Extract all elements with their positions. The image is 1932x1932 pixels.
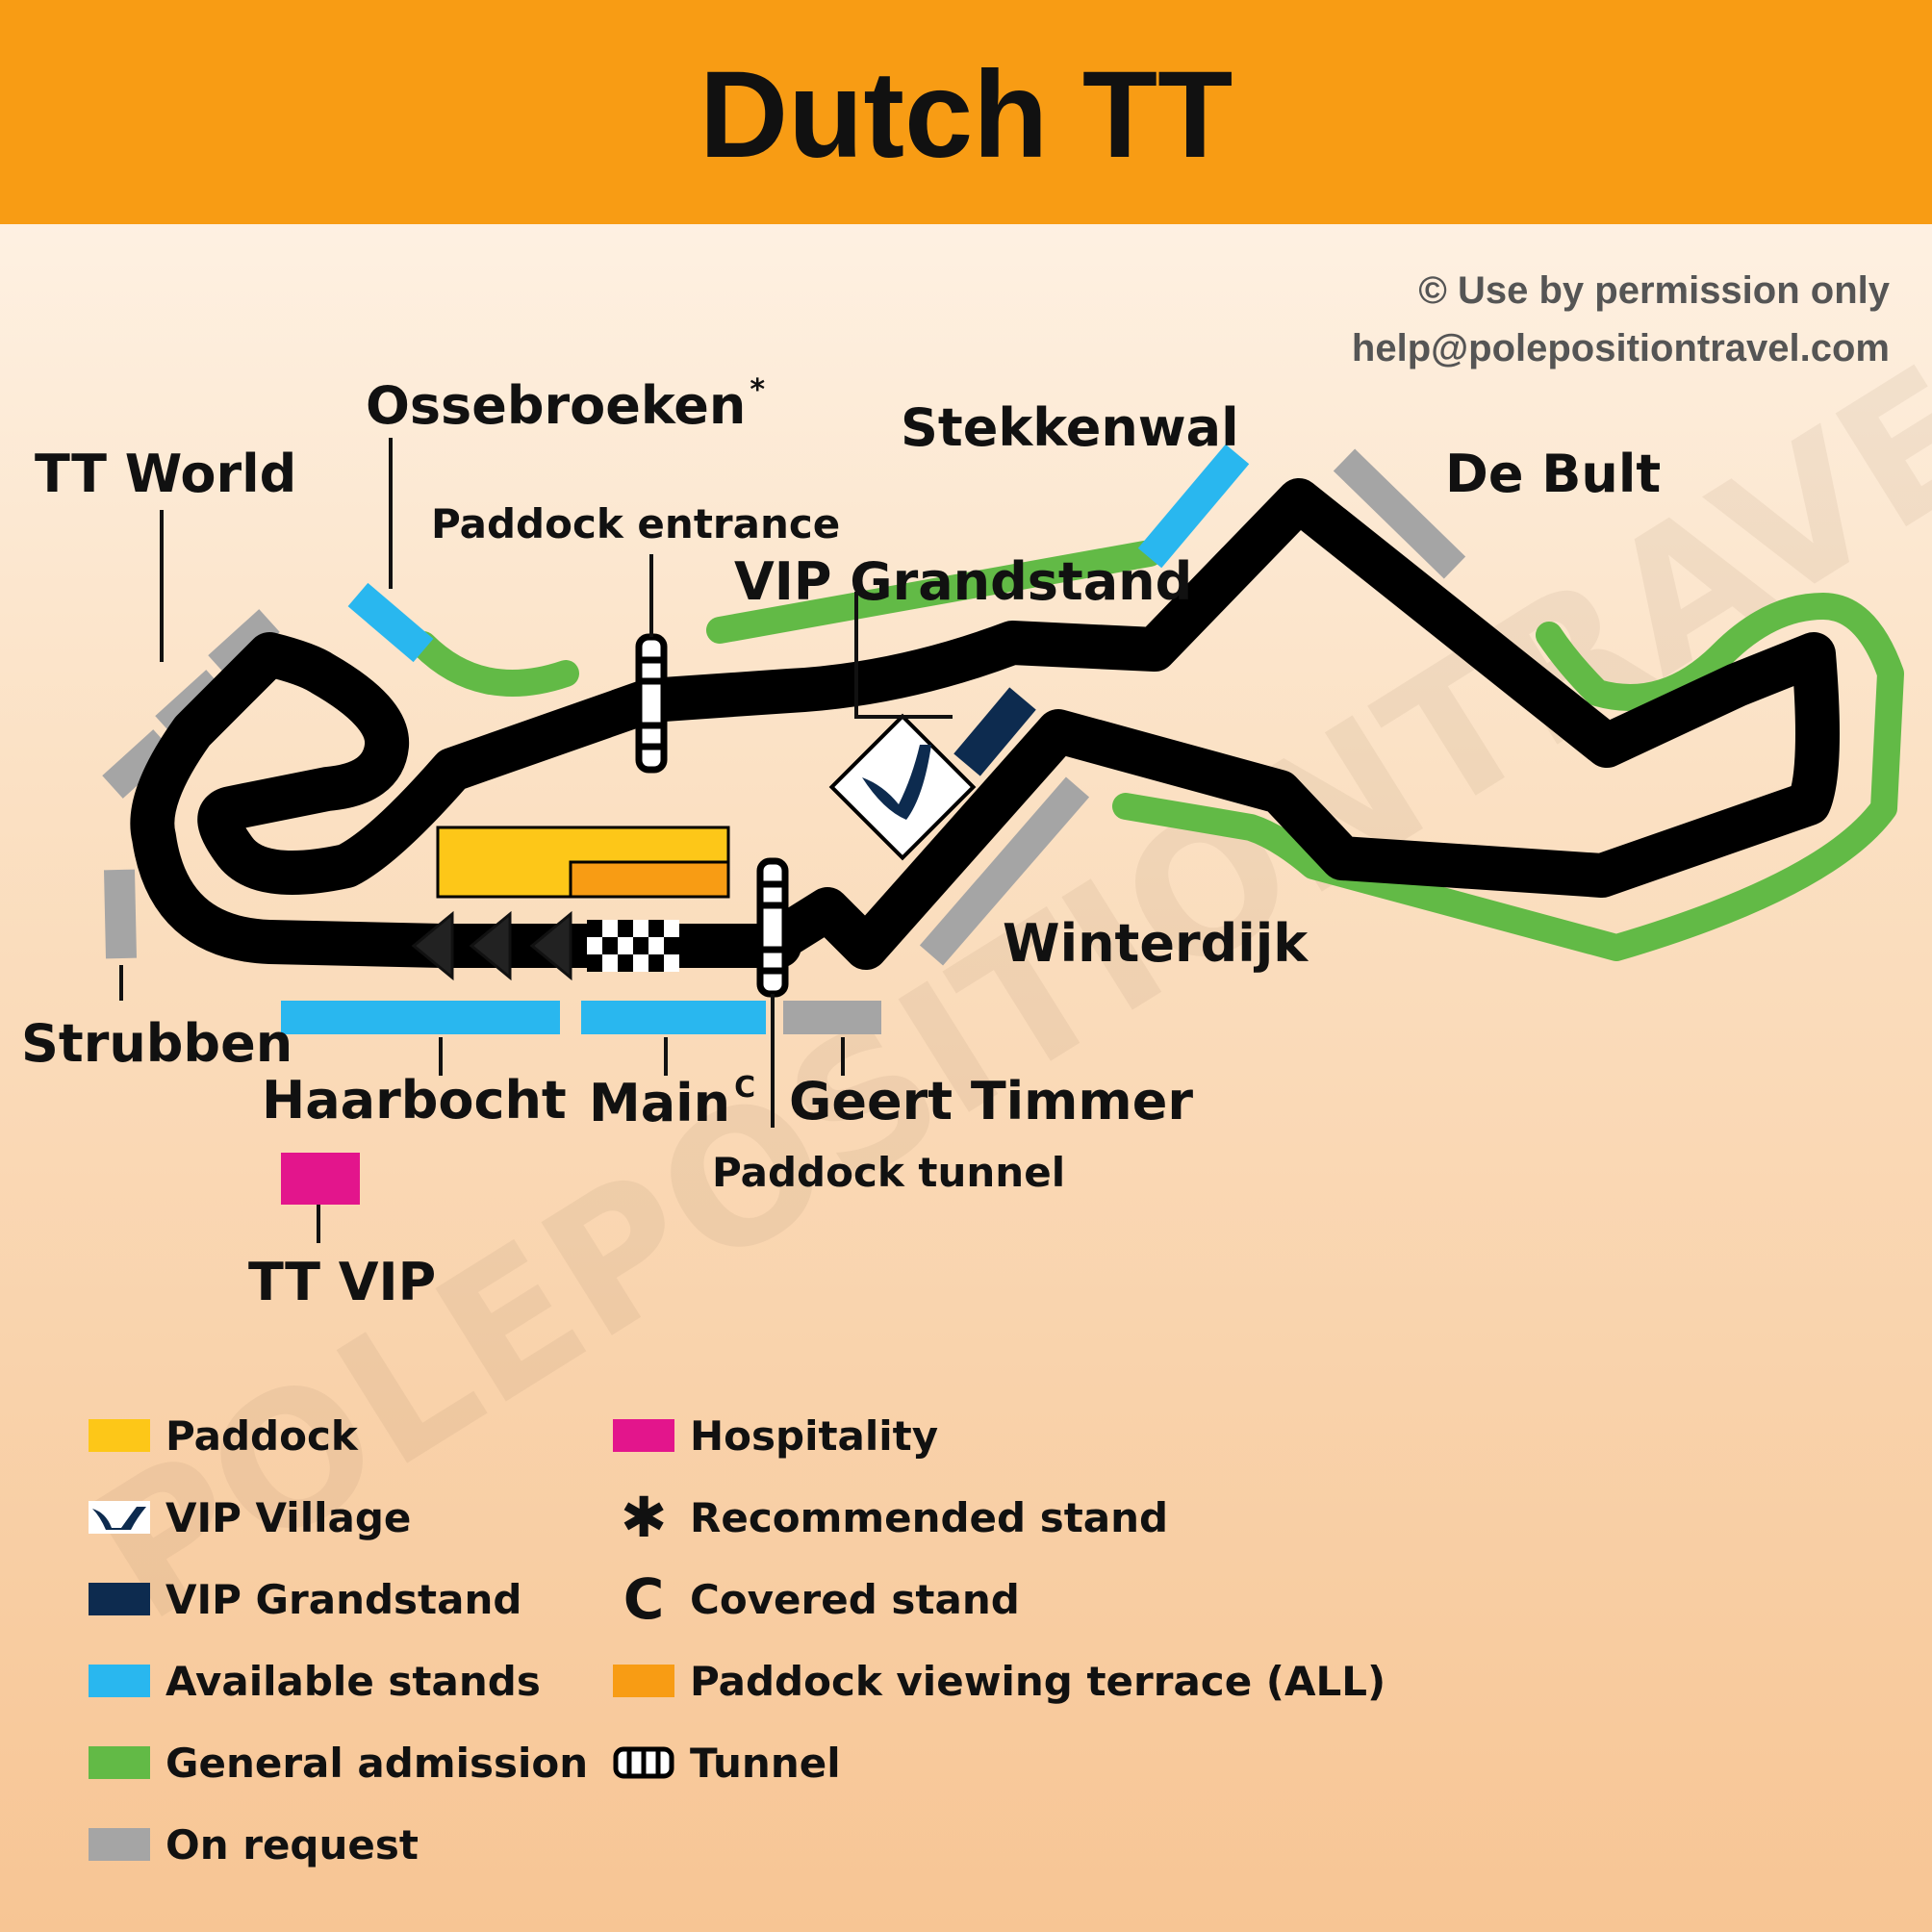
tt-vip-hospitality: [281, 1153, 360, 1205]
stand-haarbocht: [281, 1001, 560, 1034]
header-bar: Dutch TT: [0, 0, 1932, 224]
stand-main: [581, 1001, 766, 1034]
legend-item-paddock: Paddock: [89, 1407, 358, 1464]
stand-strubben: [104, 869, 137, 959]
paddock-viewing-terrace: [569, 860, 730, 899]
legend-item-general-admission: General admission: [89, 1734, 588, 1792]
ga-ossebroeken: [410, 631, 579, 697]
label-paddock-tunnel: Paddock tunnel: [712, 1149, 1066, 1196]
tunnel-paddock: [756, 857, 789, 998]
stand-vip-grandstand: [953, 687, 1036, 776]
legend-item-recommended: ✱ Recommended stand: [613, 1488, 1168, 1546]
label-tt-vip: TT VIP: [248, 1252, 437, 1312]
vip-grandstand-swatch: [89, 1583, 150, 1615]
legend-item-vip-village: VIP Village: [89, 1488, 411, 1546]
leader-lines: [119, 438, 953, 1243]
terrace-swatch: [613, 1665, 674, 1697]
legend-item-covered: C Covered stand: [613, 1570, 1020, 1628]
label-winterdijk: Winterdijk: [1003, 913, 1309, 974]
stand-geert-timmer: [783, 1001, 881, 1034]
paddock-swatch: [89, 1419, 150, 1452]
label-geert-timmer: Geert Timmer: [789, 1071, 1193, 1131]
legend-item-available: Available stands: [89, 1652, 541, 1710]
on-request-swatch: [89, 1828, 150, 1861]
legend-item-terrace: Paddock viewing terrace (ALL): [613, 1652, 1385, 1710]
start-finish-flag: [587, 920, 679, 972]
vip-village-icon: [828, 713, 977, 861]
label-de-bult: De Bult: [1445, 444, 1662, 504]
label-ossebroeken: Ossebroeken*: [366, 373, 766, 436]
stand-ossebroeken: [347, 582, 434, 663]
label-tt-world: TT World: [35, 444, 297, 504]
ga-vip-grandstand: [706, 540, 1163, 644]
asterisk-icon: ✱: [620, 1485, 668, 1550]
legend-item-on-request: On request: [89, 1816, 419, 1873]
covered-mark: C: [734, 1071, 756, 1105]
general-admission-swatch: [89, 1746, 150, 1779]
tunnel-icon: [613, 1746, 674, 1779]
ga-winterdijk-debult: [1112, 593, 1904, 961]
stand-winterdijk: [919, 776, 1090, 966]
stand-de-bult: [1333, 448, 1466, 579]
stand-tt-world-3: [208, 609, 280, 678]
covered-icon: C: [623, 1566, 665, 1632]
race-track: [130, 478, 1840, 970]
recommended-mark: *: [750, 373, 766, 407]
label-stekkenwal: Stekkenwal: [901, 397, 1239, 458]
stand-stekkenwal: [1137, 444, 1250, 569]
legend-item-hospitality: Hospitality: [613, 1407, 938, 1464]
tunnel-paddock-entrance: [635, 633, 668, 774]
label-paddock-entrance: Paddock entrance: [431, 500, 841, 547]
legend-item-vip-grandstand: VIP Grandstand: [89, 1570, 521, 1628]
hospitality-swatch: [613, 1419, 674, 1452]
label-strubben: Strubben: [21, 1013, 293, 1074]
page-title: Dutch TT: [699, 46, 1233, 184]
legend-item-tunnel: Tunnel: [613, 1734, 841, 1792]
contact-email: help@polepositiontravel.com: [1351, 327, 1890, 369]
vip-village-icon: [89, 1501, 150, 1534]
available-swatch: [89, 1665, 150, 1697]
label-haarbocht: Haarbocht: [262, 1070, 567, 1131]
label-vip-grandstand: VIP Grandstand: [734, 551, 1193, 612]
copyright-notice: © Use by permission only: [1418, 269, 1890, 312]
direction-arrows: [411, 910, 572, 981]
